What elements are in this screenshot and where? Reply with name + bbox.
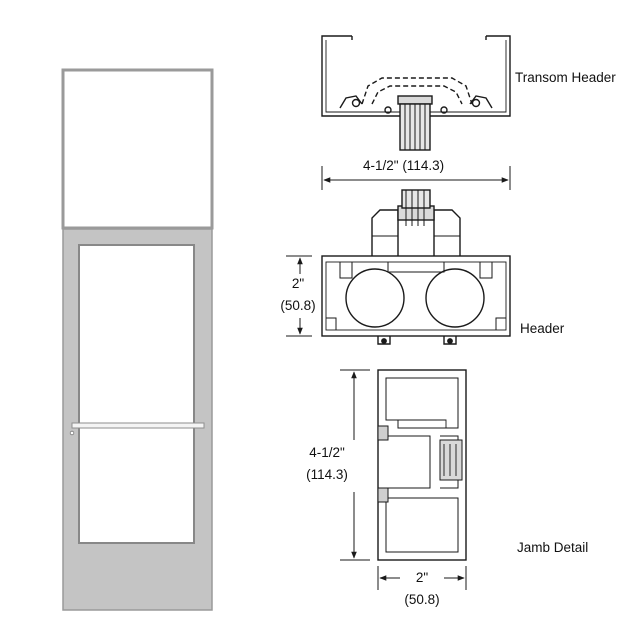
jamb-width-dimension (377, 566, 467, 590)
header-height-inches-label: 2" (291, 276, 305, 291)
header-profile (321, 189, 511, 345)
jamb-width-inches-label: 2" (415, 570, 429, 585)
door-glass (78, 244, 195, 544)
header-height-dimension (286, 255, 312, 337)
jamb-depth-inches-label: 4-1/2" (300, 445, 354, 461)
push-bar (71, 422, 205, 429)
jamb-width-mm-label: (50.8) (404, 592, 440, 607)
jamb-detail-profile (377, 369, 467, 561)
jamb-detail-label: Jamb Detail (517, 540, 589, 555)
header-label: Header (520, 321, 565, 336)
transom-header-label: Transom Header (515, 70, 616, 85)
jamb-depth-dimension (340, 369, 370, 561)
transom-header-profile (321, 35, 511, 151)
transom-width-dimension-label: 4-1/2" (114.3) (360, 158, 448, 174)
header-height-mm-label: (50.8) (280, 298, 316, 313)
transom-width-dimension (321, 166, 511, 190)
door-lock (69, 430, 75, 436)
door-elevation (61, 68, 214, 611)
transom-frame (61, 68, 214, 230)
jamb-depth-mm-label: (114.3) (298, 467, 356, 483)
